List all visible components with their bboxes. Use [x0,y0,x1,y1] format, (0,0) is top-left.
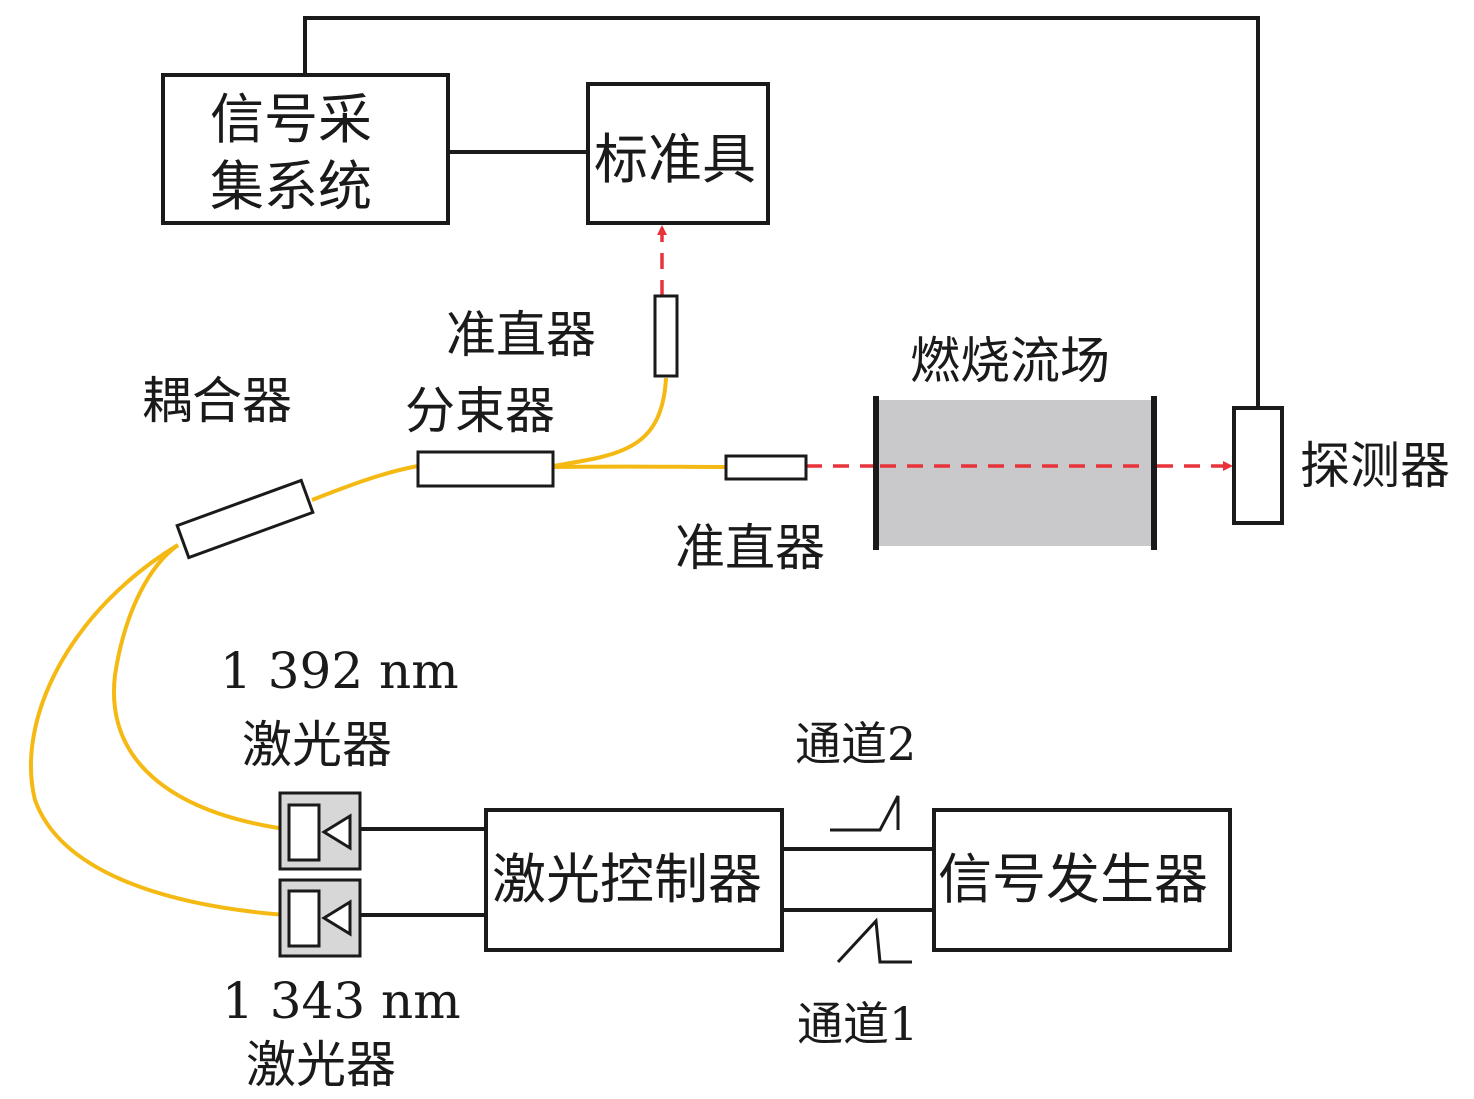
laser-1392-emitter-icon [321,813,352,851]
laser-1343-emitter-icon [321,899,352,937]
combustion-chamber [876,400,1152,546]
fiber-1343-to-coupler [29,543,286,917]
etalon-box [586,82,770,225]
laser-beams [657,225,1233,471]
coupler [175,478,315,560]
signal-acquisition-label-line1: 信号采 [210,88,372,151]
laser-1343-body [287,889,321,948]
combustion-field [873,396,1157,550]
laser-1343 [278,878,362,958]
electrical-wiring [303,16,1260,917]
beam-splitter-label: 分束器 [405,382,555,440]
channel1-label: 通道1 [797,997,918,1051]
laser-1392-name-label: 激光器 [242,716,392,774]
signal-acquisition-label-line2: 集系统 [210,155,372,218]
bottom-collimator-label: 准直器 [675,519,825,577]
laser-1392 [278,791,362,871]
fiber-coupler-to-splitter [311,464,419,502]
beam-splitter [416,450,555,488]
channel2-ramp-icon [830,795,900,832]
bottom-collimator [724,454,808,481]
laser-1392-wavelength-label: 1 392 nm [220,642,459,700]
coupler-label: 耦合器 [142,372,292,430]
combustion-field-label: 燃烧流场 [910,332,1110,390]
laser-1343-name-label: 激光器 [246,1036,396,1094]
wire-acquisition-to-detector [303,16,1260,408]
signal-generator-box [932,808,1232,952]
fiber-1392-to-coupler [112,543,286,831]
etalon-label: 标准具 [594,128,756,191]
signal-generator-label: 信号发生器 [938,848,1208,911]
laser-controller-label: 激光控制器 [492,848,762,911]
laser-controller-box [484,808,784,952]
top-collimator [653,294,679,378]
top-collimator-label: 准直器 [446,306,596,364]
laser-1392-body [287,803,321,862]
fiber-splitter-to-top-collimator [552,377,668,468]
signal-acquisition-box [161,73,450,225]
optical-fibers [29,377,727,917]
channel2-label: 通道2 [795,717,916,771]
detector-label: 探测器 [1300,437,1450,495]
detector-box [1232,406,1284,525]
laser-1343-wavelength-label: 1 343 nm [222,972,461,1030]
channel1-ramp-icon [836,917,912,964]
